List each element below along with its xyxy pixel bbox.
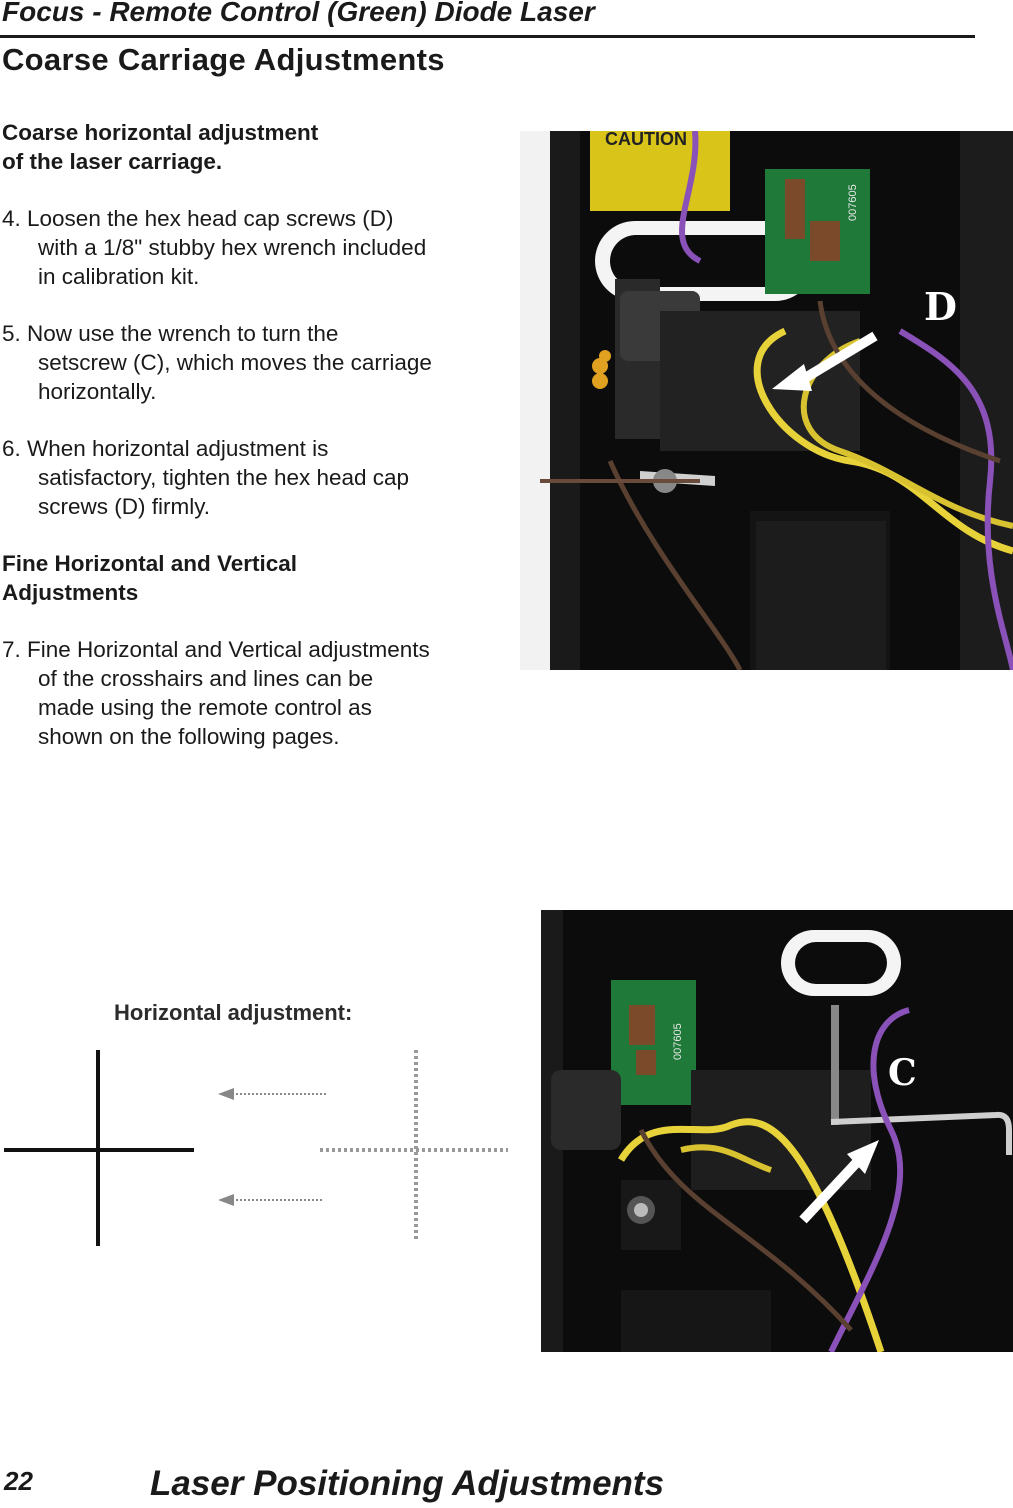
step-7-line2: of the crosshairs and lines can be [38, 666, 374, 691]
step-6-line2: satisfactory, tighten the hex head cap [38, 465, 410, 490]
horizontal-adjustment-diagram [0, 990, 520, 1260]
arrow-d-icon [772, 364, 812, 391]
coarse-heading: Coarse horizontal adjustment of the lase… [2, 118, 502, 176]
step-4: 4. Loosen the hex head cap screws (D) wi… [2, 204, 502, 291]
step-6-line3: screws (D) firmly. [38, 494, 211, 519]
section-title: Coarse Carriage Adjustments [2, 42, 445, 77]
diagram-title: Horizontal adjustment: [114, 1000, 353, 1025]
step-7-line1: 7. Fine Horizontal and Vertical adjustme… [2, 637, 430, 662]
arrow-c-icon [847, 1140, 879, 1174]
header-title: Focus - Remote Control (Green) Diode Las… [2, 0, 595, 27]
step-5: 5. Now use the wrench to turn the setscr… [2, 319, 502, 406]
coarse-heading-line1: Coarse horizontal adjustment [2, 120, 319, 145]
fine-heading-line2: Adjustments [2, 580, 139, 605]
step-5-line3: horizontally. [38, 379, 157, 404]
step-5-line2: setscrew (C), which moves the carriage [38, 350, 432, 375]
caution-label-icon [590, 131, 730, 211]
step-4-line1: 4. Loosen the hex head cap screws (D) [2, 206, 394, 231]
header-rule [0, 35, 975, 38]
step-6-line1: 6. When horizontal adjustment is [2, 436, 329, 461]
carriage-photo-top: CAUTION 007605 D [520, 131, 1013, 670]
step-7-line4: shown on the following pages. [38, 724, 340, 749]
callout-d: D [924, 284, 957, 329]
instructions-column: Coarse horizontal adjustment of the lase… [2, 118, 502, 751]
carriage-photo-bottom: 007605 C [541, 910, 1013, 1352]
step-7: 7. Fine Horizontal and Vertical adjustme… [2, 635, 502, 751]
page-number: 22 [4, 1466, 33, 1496]
step-4-line3: in calibration kit. [38, 264, 200, 289]
step-6: 6. When horizontal adjustment is satisfa… [2, 434, 502, 521]
step-7-line3: made using the remote control as [38, 695, 372, 720]
step-5-line1: 5. Now use the wrench to turn the [2, 321, 339, 346]
footer-section-title: Laser Positioning Adjustments [150, 1464, 665, 1503]
callout-c: C [888, 1052, 917, 1094]
svg-text:007605: 007605 [672, 1023, 684, 1060]
caution-text: CAUTION [605, 131, 687, 149]
fine-heading: Fine Horizontal and Vertical Adjustments [2, 549, 502, 607]
step-4-line2: with a 1/8" stubby hex wrench included [38, 235, 427, 260]
arrow-left-icon [218, 1088, 234, 1100]
arrow-left-icon [218, 1194, 234, 1206]
coarse-heading-line2: of the laser carriage. [2, 149, 223, 174]
fine-heading-line1: Fine Horizontal and Vertical [2, 551, 298, 576]
svg-text:007605: 007605 [847, 184, 859, 221]
